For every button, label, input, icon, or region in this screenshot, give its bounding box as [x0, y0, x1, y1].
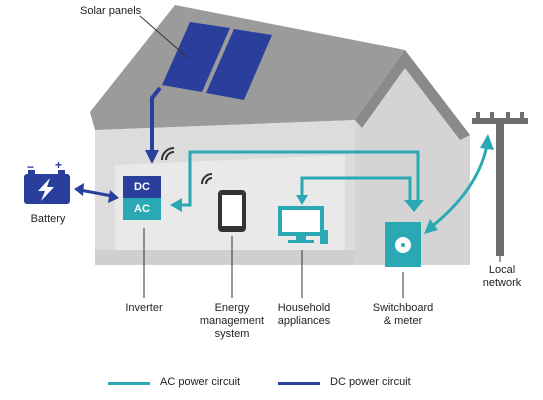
- battery-minus: −: [27, 160, 35, 174]
- energy-management-label-line3: system: [214, 328, 250, 340]
- meter-icon: [385, 222, 421, 267]
- dc-arrow-left: [74, 183, 84, 196]
- battery-plus: +: [55, 158, 63, 172]
- ac-arrow-meter: [404, 200, 424, 212]
- inverter-ac-label: AC: [134, 203, 150, 215]
- roof-edge: [355, 50, 470, 140]
- wifi-icon: [161, 147, 175, 161]
- household-label-line2: appliances: [277, 315, 331, 327]
- battery-label: Battery: [30, 213, 66, 225]
- tablet-icon: [218, 190, 246, 232]
- ac-arrow-inverter: [170, 198, 182, 212]
- house-floor: [95, 250, 355, 265]
- legend-dc-label: DC power circuit: [330, 376, 411, 388]
- network-label-line2: network: [482, 277, 522, 289]
- leader-lines: [143, 228, 501, 298]
- dc-line-panel: [150, 86, 162, 150]
- computer-icon: [278, 206, 328, 244]
- battery-icon: [24, 170, 70, 204]
- ac-line-network: [429, 144, 489, 230]
- dc-arrow-down: [145, 150, 159, 164]
- household-label-line1: Household: [277, 302, 331, 314]
- ac-arrow-appliances: [296, 195, 308, 205]
- inverter-dc-label: DC: [134, 181, 150, 193]
- lightning-icon: [38, 178, 54, 201]
- legend-ac-label: AC power circuit: [160, 376, 241, 388]
- network-label-line1: Local: [488, 264, 516, 276]
- ac-circuit: [180, 150, 420, 207]
- solar-panel-icon: [162, 22, 272, 100]
- energy-management-label-line2: management: [199, 315, 265, 327]
- dc-arrow-right: [108, 190, 119, 203]
- ac-arrow-network: [480, 134, 494, 150]
- dc-line-battery: [79, 188, 113, 198]
- power-pole-icon: [472, 112, 528, 256]
- switchboard-label-line1: Switchboard: [372, 302, 434, 314]
- solar-panels-label: Solar panels: [80, 5, 142, 17]
- inverter-label: Inverter: [125, 302, 163, 314]
- ac-arrow-meter-network: [424, 219, 438, 234]
- energy-management-label-line1: Energy: [214, 302, 250, 314]
- legend-dc-swatch: [278, 382, 320, 385]
- inverter-box: [123, 176, 161, 220]
- legend-ac-swatch: [108, 382, 150, 385]
- solar-leader: [139, 15, 189, 59]
- wifi-icon: [201, 173, 213, 185]
- switchboard-label-line2: & meter: [383, 315, 423, 327]
